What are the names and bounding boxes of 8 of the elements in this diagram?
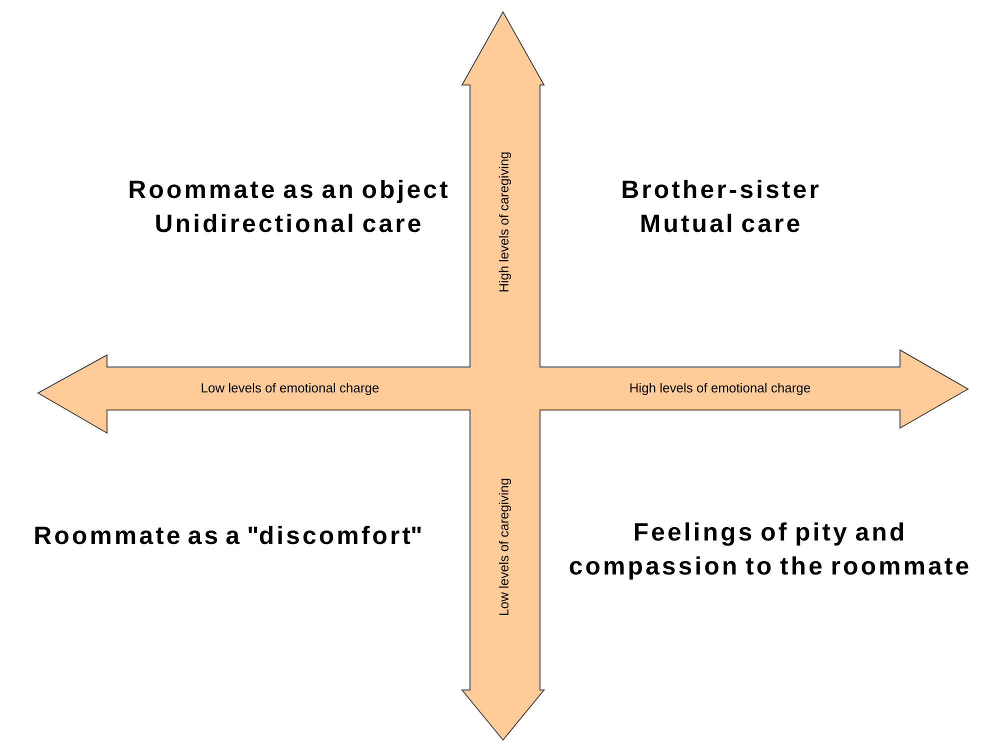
quadrant-label: Roommate as an object Unidirectional care [130, 180, 448, 232]
axis-label: High levels of caregiving [498, 152, 512, 292]
axis-label: Low levels of emotional charge [202, 382, 379, 396]
axis-label: High levels of emotional charge [630, 382, 810, 396]
axis-label: Low levels of caregiving [498, 478, 512, 615]
quadrant-label: Feelings of pity and compassion to the roommate [570, 522, 968, 580]
quadrant-label: Roommate as a "discomfort" [35, 526, 421, 544]
quadrant-label: Brother-sister Mutual care [622, 180, 818, 232]
